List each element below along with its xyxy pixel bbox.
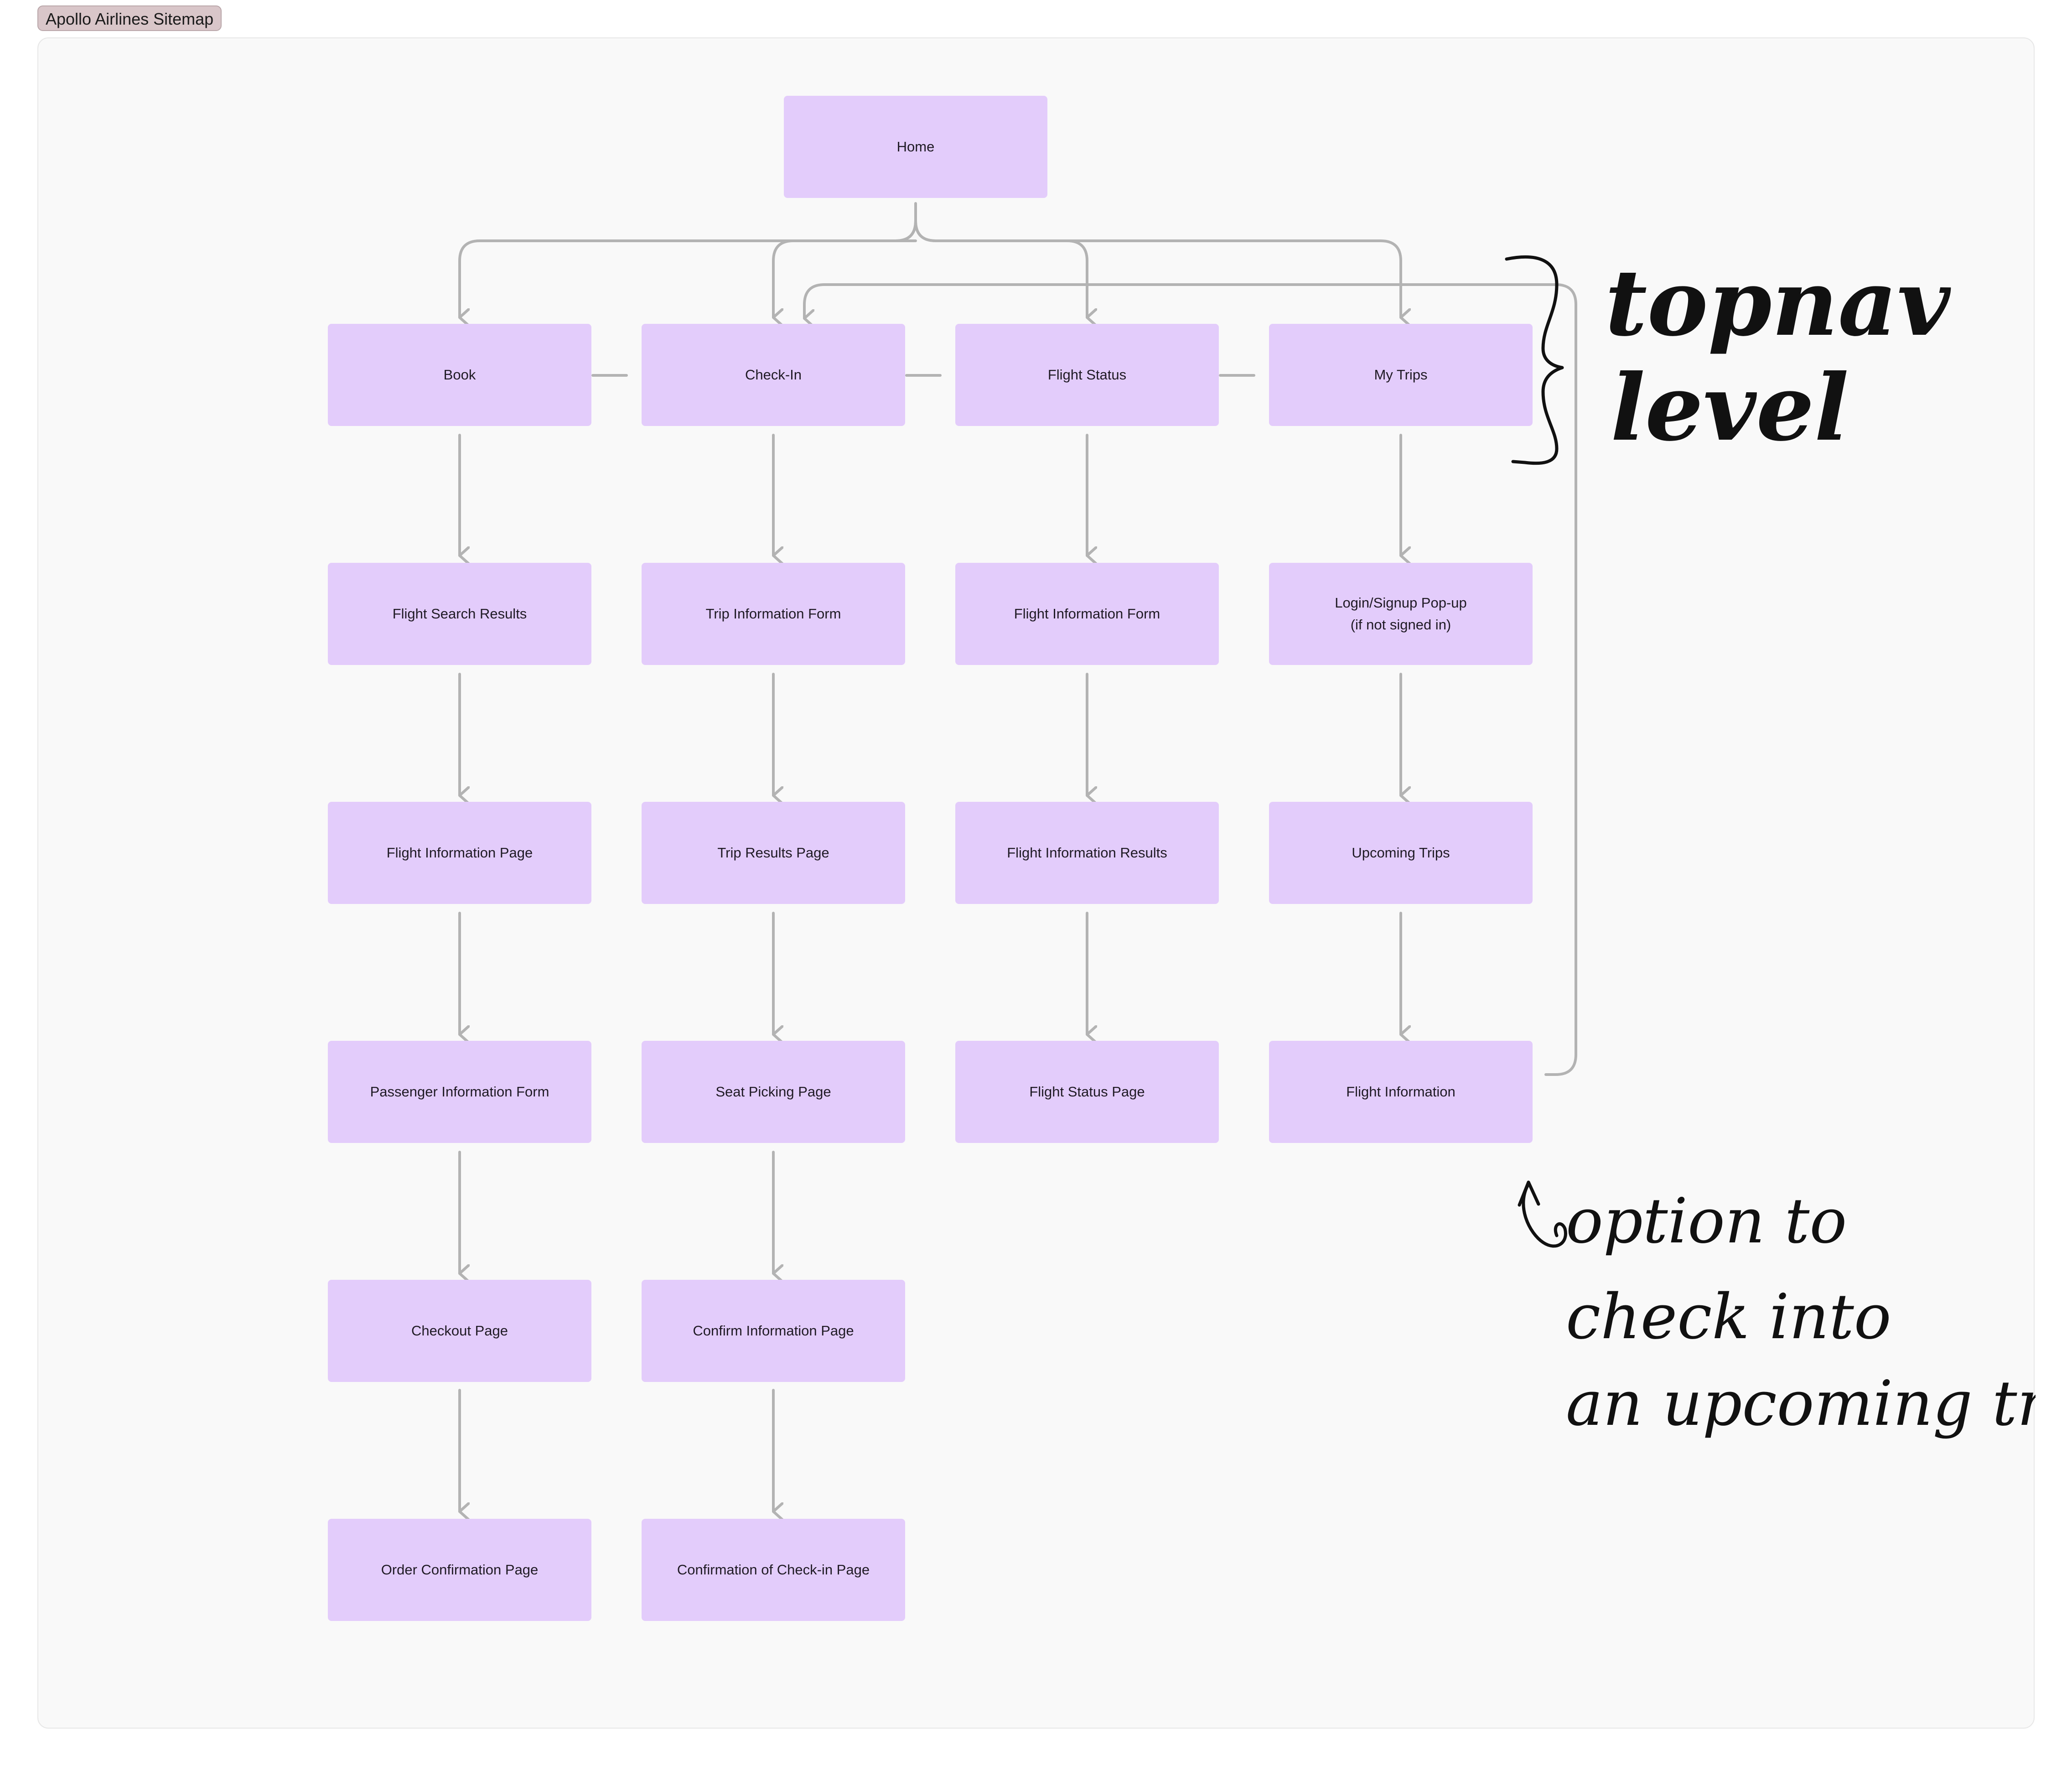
node-home[interactable]: Home [784,96,1047,198]
topnav-brace-mark [1505,255,1564,465]
node-checkout-page-label: Checkout Page [411,1323,508,1339]
node-confirmation-of-check-in-page-label: Confirmation of Check-in Page [677,1562,870,1578]
node-book-label: Book [443,367,476,383]
node-my-trips-label: My Trips [1374,367,1428,383]
node-seat-picking-page-label: Seat Picking Page [715,1084,831,1100]
node-trip-results-page[interactable]: Trip Results Page [642,802,905,904]
node-check-in[interactable]: Check-In [642,324,905,426]
node-passenger-information-form-label: Passenger Information Form [370,1084,549,1100]
node-checkout-page[interactable]: Checkout Page [328,1280,591,1382]
node-trip-information-form-label: Trip Information Form [705,606,841,622]
node-flight-status-label: Flight Status [1047,367,1127,383]
connector-flight-information-to-check-in [803,283,1577,1076]
node-flight-search-results-label: Flight Search Results [392,606,527,622]
node-flight-information-form[interactable]: Flight Information Form [955,563,1219,665]
node-login-signup-line1: Login/Signup Pop-up [1335,595,1467,611]
note-annotation-line1: option to [1566,1185,1847,1257]
frame-title: Apollo Airlines Sitemap [37,5,222,31]
node-seat-picking-page[interactable]: Seat Picking Page [642,1041,905,1143]
node-passenger-information-form[interactable]: Passenger Information Form [328,1041,591,1143]
connector-layer: topnav level option to check into an upc… [458,202,2036,1730]
connector-home-my-trips [914,219,1401,317]
node-upcoming-trips[interactable]: Upcoming Trips [1269,802,1533,904]
node-confirm-information-page-label: Confirm Information Page [693,1323,854,1339]
node-flight-information-form-label: Flight Information Form [1014,606,1160,622]
node-my-trips[interactable]: My Trips [1269,324,1533,426]
node-flight-search-results[interactable]: Flight Search Results [328,563,591,665]
node-login-signup-popup[interactable]: Login/Signup Pop-up (if not signed in) [1269,563,1533,665]
sitemap-canvas: topnav level option to check into an upc… [37,37,2036,1730]
topnav-annotation-line1: topnav [1605,249,1951,357]
connector-home-flight-status [914,219,1087,317]
node-flight-information-page[interactable]: Flight Information Page [328,802,591,904]
connector-home-book [458,219,917,317]
node-trip-information-form[interactable]: Trip Information Form [642,563,905,665]
node-check-in-label: Check-In [745,367,802,383]
node-flight-information-page-label: Flight Information Page [386,845,533,861]
node-confirmation-of-check-in-page[interactable]: Confirmation of Check-in Page [642,1519,905,1621]
node-login-signup-line2: (if not signed in) [1350,617,1451,633]
node-book[interactable]: Book [328,324,591,426]
node-flight-information-results[interactable]: Flight Information Results [955,802,1219,904]
topnav-annotation-line2: level [1611,354,1849,462]
node-confirm-information-page[interactable]: Confirm Information Page [642,1280,905,1382]
node-flight-status-page-label: Flight Status Page [1029,1084,1145,1100]
node-order-confirmation-page[interactable]: Order Confirmation Page [328,1519,591,1621]
node-flight-information-results-label: Flight Information Results [1007,845,1167,861]
note-arrowhead-mark [1518,1180,1540,1207]
note-annotation-line3: an upcoming trip [1566,1368,2036,1440]
node-flight-information[interactable]: Flight Information [1269,1041,1533,1143]
node-trip-results-page-label: Trip Results Page [717,845,829,861]
node-upcoming-trips-label: Upcoming Trips [1352,845,1450,861]
node-flight-status[interactable]: Flight Status [955,324,1219,426]
node-flight-information-label: Flight Information [1346,1084,1456,1100]
note-arrow-mark [1522,1182,1567,1248]
node-flight-status-page[interactable]: Flight Status Page [955,1041,1219,1143]
node-home-label: Home [896,139,935,155]
note-annotation-line2: check into [1566,1281,1891,1353]
connector-home-check-in [772,219,917,317]
node-order-confirmation-page-label: Order Confirmation Page [381,1562,539,1578]
